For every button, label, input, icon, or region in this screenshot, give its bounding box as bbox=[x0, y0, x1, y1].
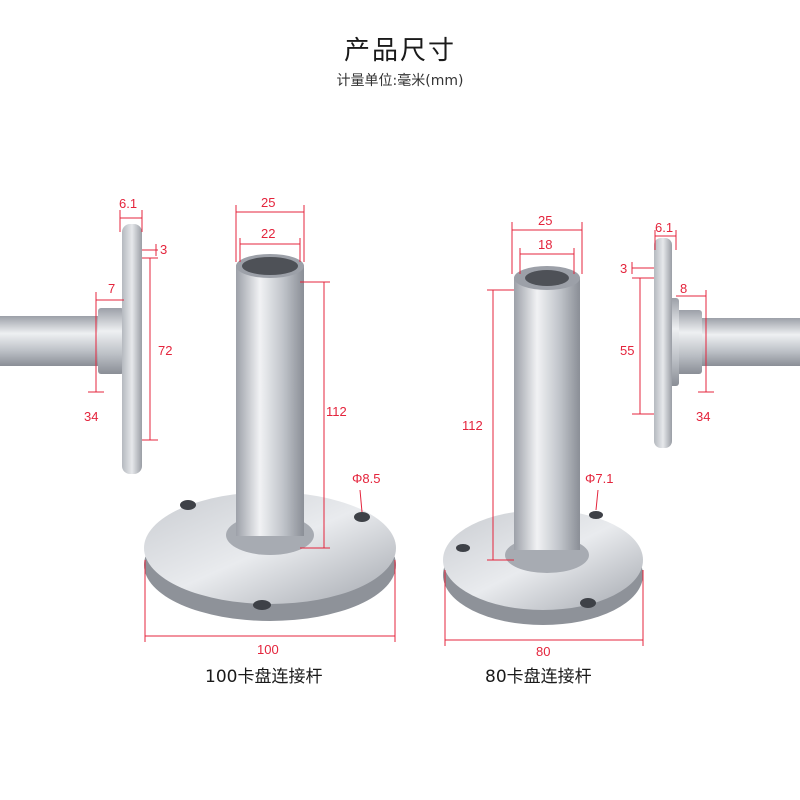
dim-label: 72 bbox=[158, 343, 172, 358]
dim-label: 25 bbox=[261, 195, 275, 210]
hub-right bbox=[672, 310, 702, 374]
dim-label: 6.1 bbox=[655, 220, 673, 235]
tube-100 bbox=[236, 266, 304, 536]
hole-icon bbox=[180, 500, 196, 510]
rod-right bbox=[700, 318, 800, 366]
dim-label: 25 bbox=[538, 213, 552, 228]
hole-icon bbox=[456, 544, 470, 552]
dim-label: 55 bbox=[620, 343, 634, 358]
dim-label: 3 bbox=[160, 242, 167, 257]
hole-icon bbox=[580, 598, 596, 608]
dimension-lines bbox=[88, 205, 714, 646]
product-caption-100: 100卡盘连接杆 bbox=[205, 667, 323, 687]
flange-left bbox=[122, 224, 142, 474]
dim-label: 34 bbox=[696, 409, 710, 424]
front-view-100 bbox=[144, 254, 396, 621]
dim-label: Φ8.5 bbox=[352, 471, 380, 486]
tube-bore-80 bbox=[525, 270, 569, 286]
dim-label: 3 bbox=[620, 261, 627, 276]
tube-bore-100 bbox=[242, 257, 298, 275]
tube-80 bbox=[514, 278, 580, 550]
dim-label: 34 bbox=[84, 409, 98, 424]
hole-icon bbox=[253, 600, 271, 610]
side-view-80 bbox=[654, 238, 800, 448]
front-view-80 bbox=[443, 266, 643, 625]
dim-label: 80 bbox=[536, 644, 550, 659]
dim-label: 112 bbox=[326, 404, 347, 419]
rod-left bbox=[0, 316, 100, 366]
dim-label: 100 bbox=[257, 642, 279, 657]
dim-label: Φ7.1 bbox=[585, 471, 613, 486]
page-title: 产品尺寸 bbox=[343, 36, 456, 66]
dim-label: 112 bbox=[462, 418, 483, 433]
product-caption-80: 80卡盘连接杆 bbox=[485, 667, 592, 687]
hole-icon bbox=[589, 511, 603, 519]
hub-left bbox=[98, 308, 124, 374]
unit-note: 计量单位:毫米(mm) bbox=[336, 73, 464, 89]
side-view-100 bbox=[0, 224, 142, 474]
flange-right bbox=[654, 238, 672, 448]
hole-icon bbox=[354, 512, 370, 522]
dim-label: 6.1 bbox=[119, 196, 137, 211]
dim-label: 7 bbox=[108, 281, 115, 296]
dim-label: 22 bbox=[261, 226, 275, 241]
dim-label: 8 bbox=[680, 281, 687, 296]
dim-label: 18 bbox=[538, 237, 552, 252]
